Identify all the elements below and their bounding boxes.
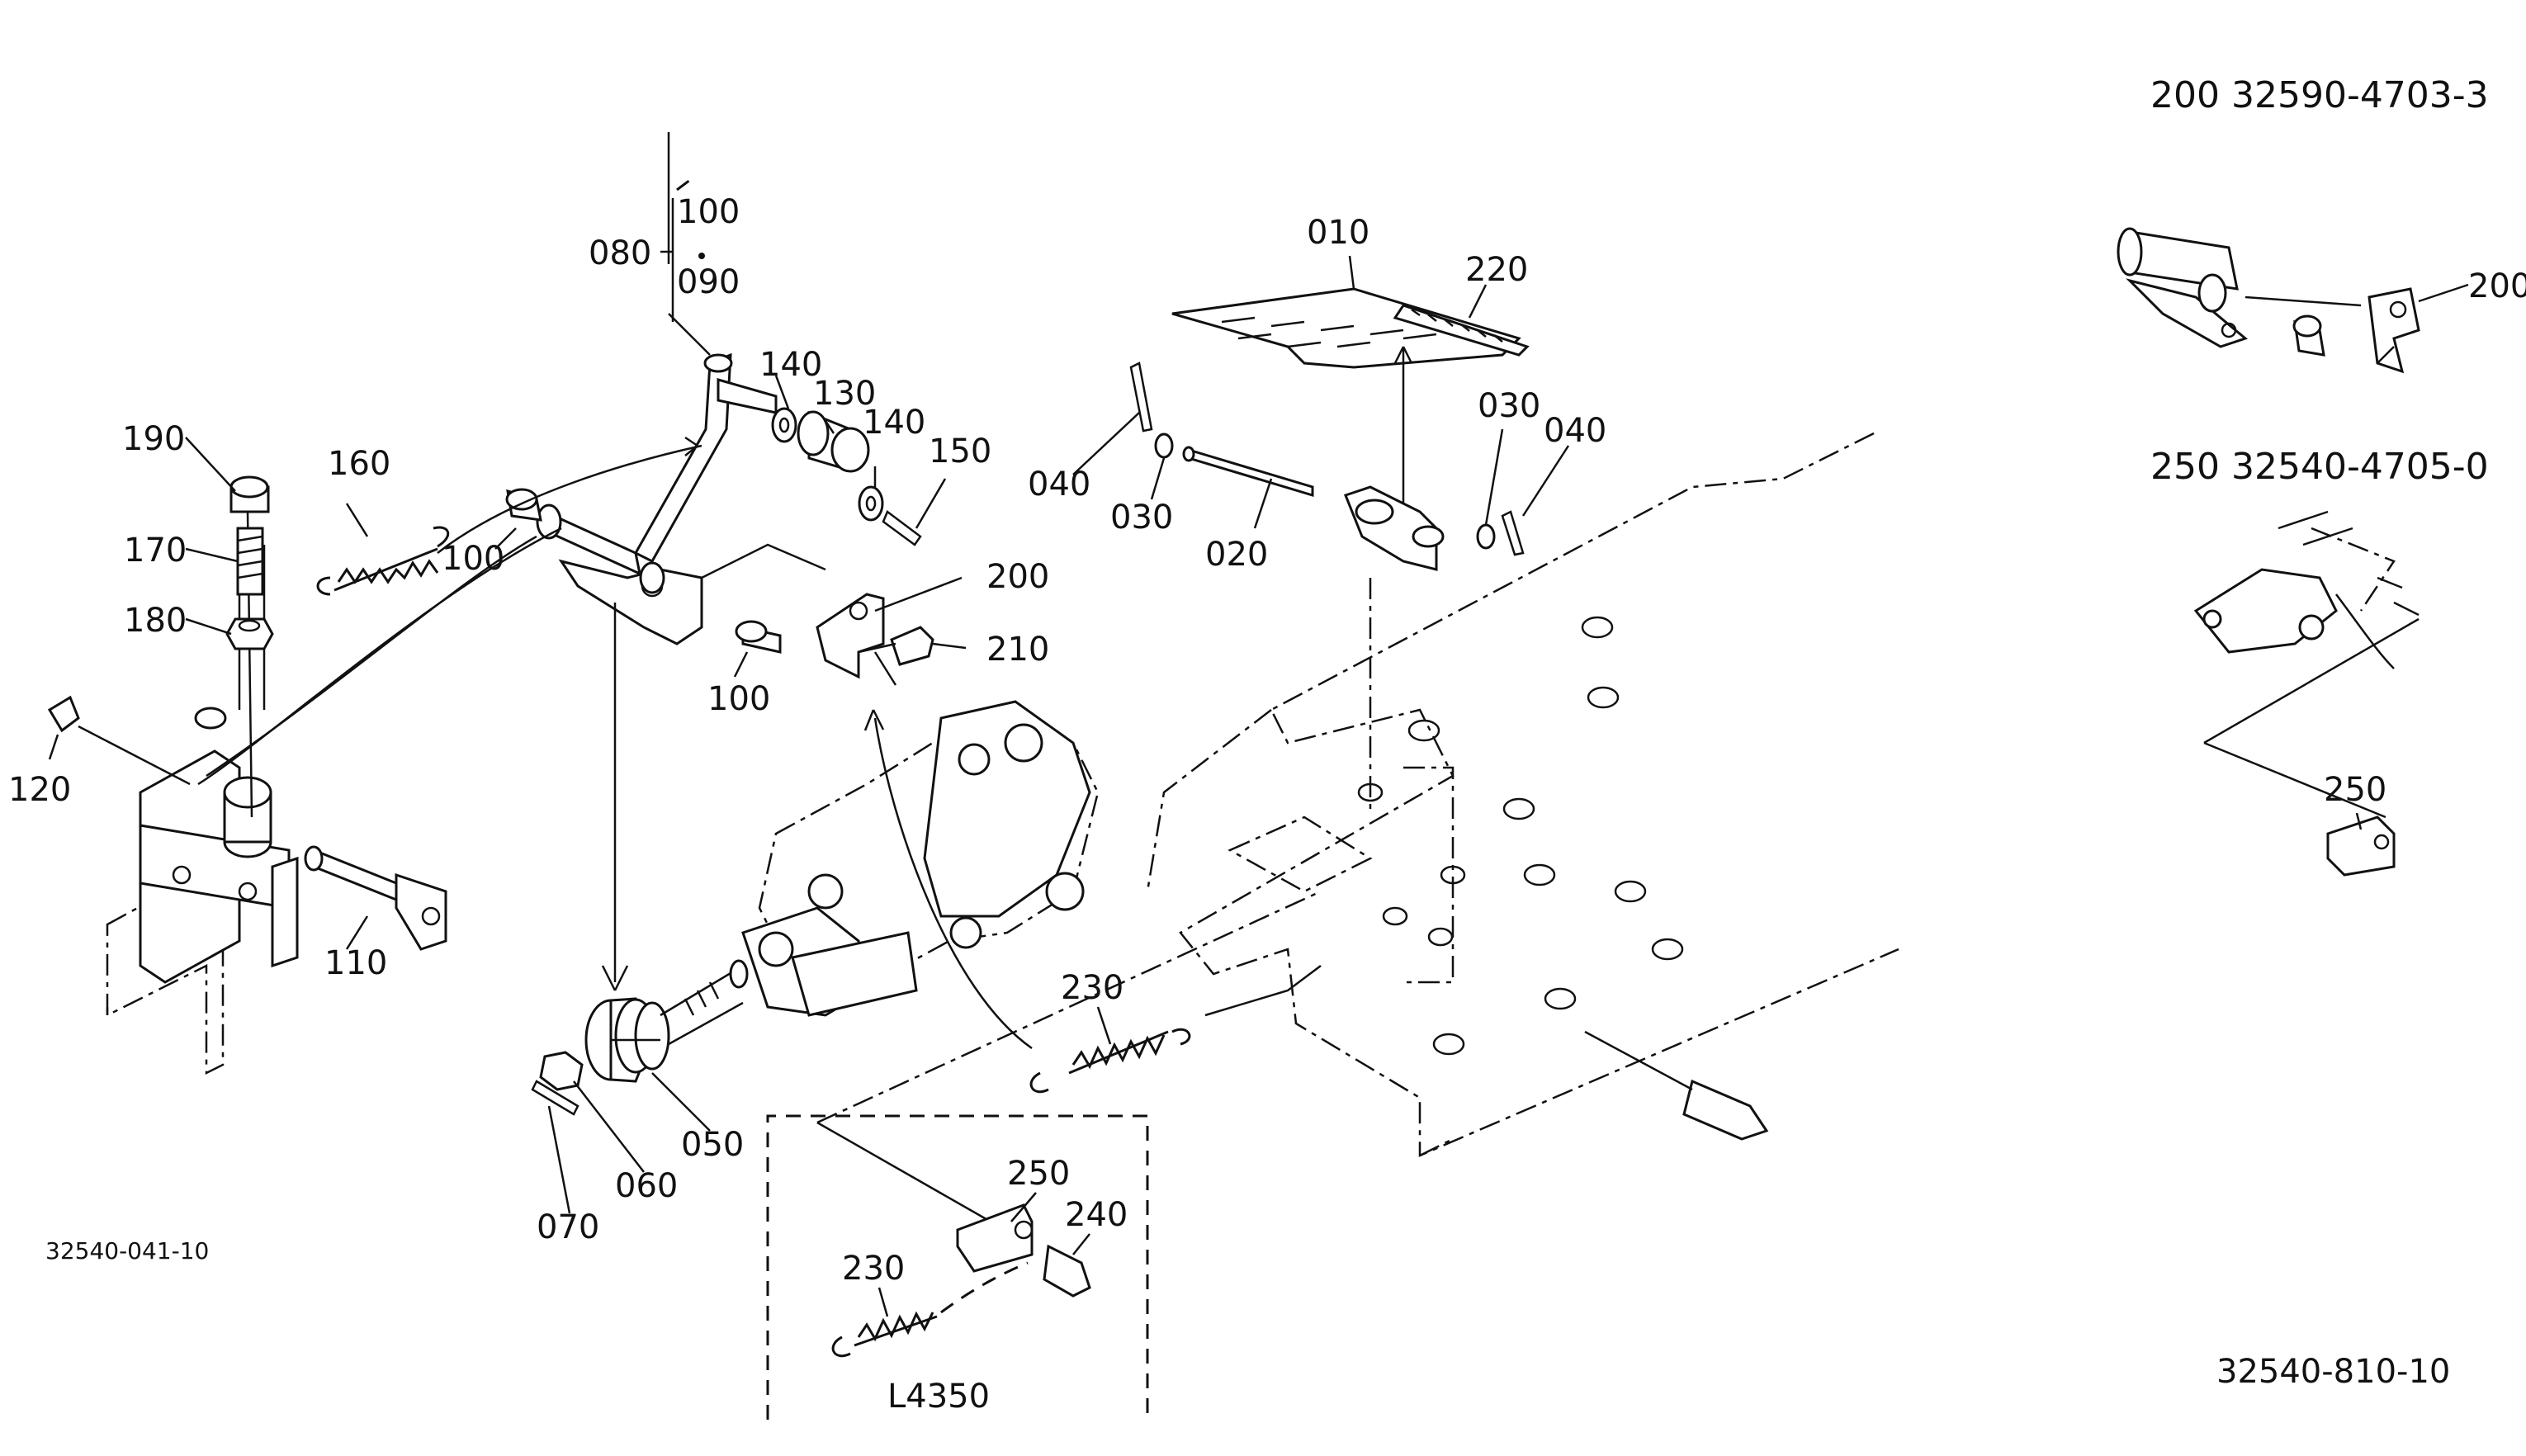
injection-pump [741, 700, 1100, 1017]
label-140-right: 140 [863, 404, 925, 442]
label-020: 020 [1205, 536, 1268, 574]
label-120: 120 [8, 771, 71, 809]
label-070: 070 [537, 1208, 599, 1246]
label-250-detail: 250 [2324, 771, 2386, 809]
label-220: 220 [1465, 251, 1528, 289]
pulley-group [531, 959, 749, 1116]
label-240: 240 [1065, 1196, 1128, 1234]
label-060: 060 [615, 1167, 678, 1205]
label-170: 170 [124, 532, 187, 570]
label-l4350: L4350 [887, 1378, 990, 1416]
label-100-top: 100 [677, 193, 740, 231]
pedal [1129, 287, 1530, 809]
label-040-right: 040 [1544, 412, 1606, 450]
label-110: 110 [324, 944, 387, 982]
label-100-lower: 100 [707, 680, 770, 718]
floor-plate [816, 432, 1899, 1157]
detail-250-header: 250 32540-4705-0 [2150, 446, 2489, 488]
label-200: 200 [986, 558, 1049, 596]
label-leaders [48, 132, 2363, 1317]
label-100-left: 100 [442, 540, 504, 578]
spring-160 [316, 526, 449, 596]
label-150: 150 [929, 433, 991, 470]
label-180: 180 [124, 602, 187, 640]
label-140-left: 140 [759, 346, 822, 384]
l4350-inset [766, 1114, 1149, 1420]
label-210: 210 [986, 631, 1049, 669]
label-130: 130 [813, 375, 876, 413]
detail-250 [2193, 510, 2420, 877]
label-030-left: 030 [1110, 499, 1173, 537]
label-250-inset: 250 [1007, 1155, 1070, 1193]
label-050: 050 [681, 1126, 744, 1164]
bracket-080 [660, 176, 705, 322]
detail-200 [2117, 227, 2469, 374]
label-190: 190 [122, 420, 185, 458]
label-030-right: 030 [1478, 387, 1540, 425]
left-bracket [47, 475, 447, 1075]
part-labels: 010 220 040 030 020 030 040 080 100 090 … [8, 193, 2526, 1416]
label-200-detail: 200 [2468, 267, 2526, 305]
figure-ref-right: 32540-810-10 [2216, 1353, 2450, 1391]
linkage-lines [197, 436, 1322, 1050]
detail-200-header: 200 32590-4703-3 [2150, 74, 2489, 116]
label-040-left: 040 [1028, 466, 1090, 503]
label-010: 010 [1307, 214, 1369, 252]
label-160: 160 [328, 445, 390, 483]
label-090: 090 [677, 263, 740, 301]
label-080: 080 [589, 234, 651, 272]
figure-ref-left: 32540-041-10 [45, 1237, 209, 1265]
label-230-inset: 230 [842, 1250, 905, 1288]
label-230-main: 230 [1061, 969, 1123, 1007]
spring-230 [1029, 1028, 1191, 1094]
